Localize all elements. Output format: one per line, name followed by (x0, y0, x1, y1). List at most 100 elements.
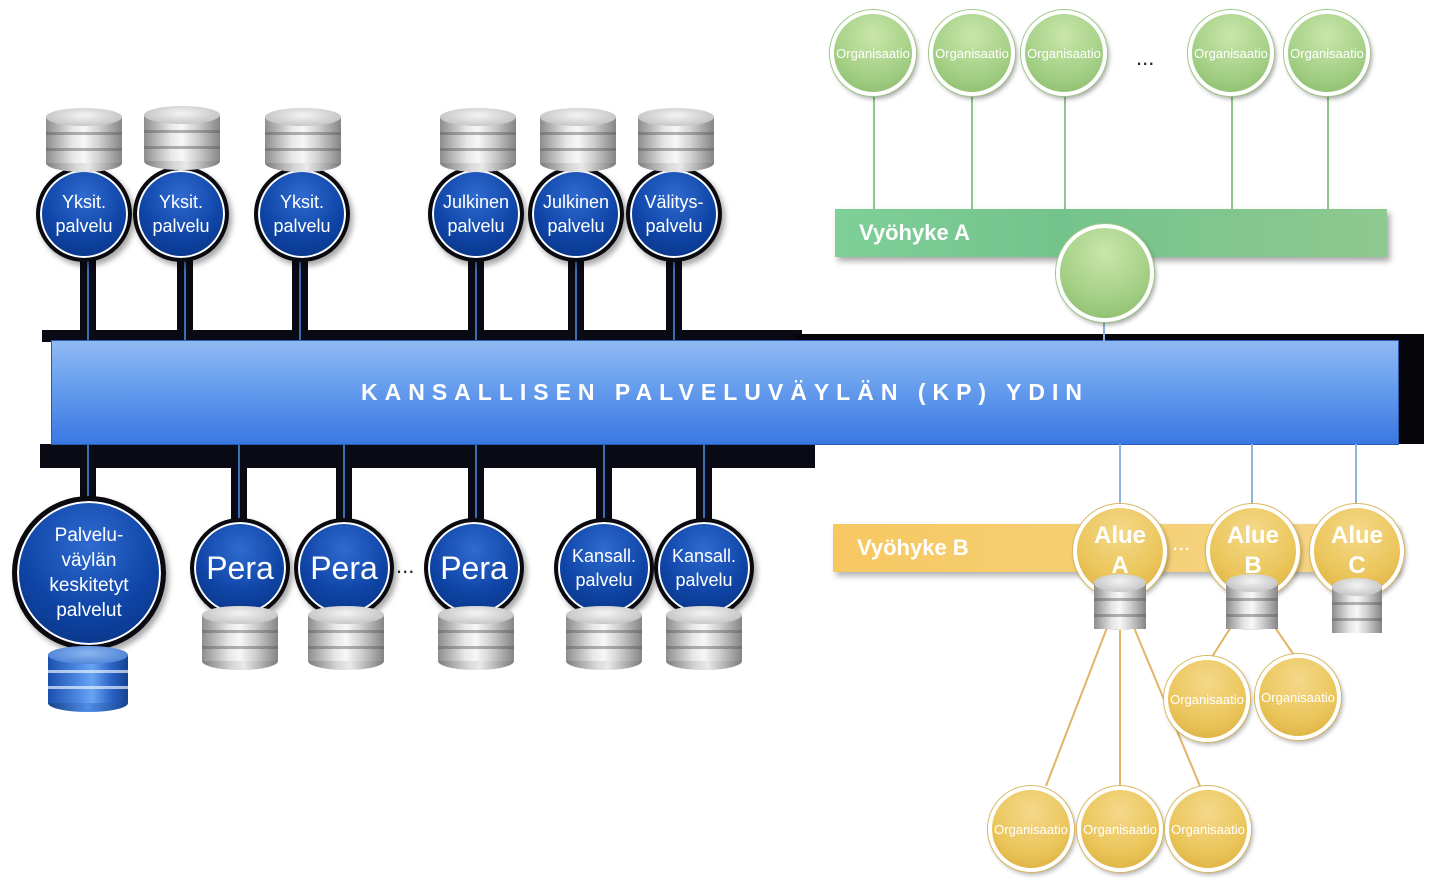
database-icon (46, 108, 122, 172)
organisation-label: Organisaatio (836, 45, 910, 61)
service-node-line1: Välitys- (644, 192, 704, 212)
core-top-ledge (42, 330, 802, 342)
connector-bottom-5-highlight (603, 444, 605, 530)
zone-a-ellipsis: ... (1136, 45, 1155, 70)
connector-top-2-highlight (184, 256, 186, 342)
zone-b-core-link-c (1355, 444, 1357, 514)
service-node-line2: palvelu (547, 216, 605, 236)
zone-a-organisation-3: Organisaatio (1021, 10, 1107, 96)
national-service-node-2: Kansall.palvelu (654, 518, 754, 618)
organisation-label: Organisaatio (1194, 45, 1268, 61)
service-node-line2: palvelu (152, 216, 210, 236)
organisation-label: Organisaatio (1290, 45, 1364, 61)
central-database-icon (48, 646, 128, 712)
zone-b-organisation-b2: Organisaatio (1255, 654, 1341, 740)
core-bar: KANSALLISEN PALVELUVÄYLÄN (KP) YDIN (52, 341, 1398, 444)
database-icon (566, 606, 642, 670)
central-services-line3: keskitetyt (49, 575, 129, 596)
zone-b-organisation-a2: Organisaatio (1077, 786, 1163, 872)
service-node-public-1: Julkinen palvelu (428, 166, 524, 262)
connector-bottom-4-highlight (475, 444, 477, 530)
connector-top-3-highlight (299, 256, 301, 342)
connector-bottom-2-highlight (238, 444, 240, 530)
service-node-line2: palvelu (273, 216, 331, 236)
organisation-label: Organisaatio (1027, 45, 1101, 61)
service-node-line1: Julkinen (542, 192, 610, 212)
zone-b-core-link-b (1251, 444, 1253, 514)
service-node-private-3: Yksit. palvelu (254, 166, 350, 262)
service-node-line2: palvelu (447, 216, 505, 236)
service-node-line2: palvelu (645, 216, 703, 236)
pera-ellipsis: ... (396, 553, 415, 578)
service-node-private-2: Yksit. palvelu (133, 166, 229, 262)
organisation-label: Organisaatio (1083, 821, 1157, 837)
database-icon (666, 606, 742, 670)
organisation-label: Organisaatio (1171, 821, 1245, 837)
service-node-line1: Yksit. (158, 192, 203, 212)
service-node-line2: palvelu (675, 570, 733, 590)
region-line2: B (1244, 552, 1262, 579)
pera-label: Pera (440, 550, 508, 586)
zone-a-organisation-5: Organisaatio (1284, 10, 1370, 96)
service-node-public-2: Julkinen palvelu (528, 166, 624, 262)
connector-top-6-highlight (673, 256, 675, 342)
service-node-private-1: Yksit. palvelu (36, 166, 132, 262)
service-node-broker: Välitys-palvelu (626, 166, 722, 262)
service-node-line1: Kansall. (571, 546, 637, 566)
connector-bottom-6-highlight (703, 444, 705, 530)
pera-node-3: Pera (424, 518, 524, 618)
core-label: KANSALLISEN PALVELUVÄYLÄN (KP) YDIN (360, 379, 1090, 405)
national-service-node-1: Kansall. palvelu (554, 518, 654, 618)
database-icon (440, 108, 516, 172)
zone-a-label: Vyöhyke A (859, 220, 970, 245)
central-services-node: Palvelu- väylän keskitetyt palvelut (12, 496, 166, 650)
zone-b-label: Vyöhyke B (857, 535, 969, 560)
central-services-line4: palvelut (56, 600, 122, 621)
pera-label: Pera (310, 550, 378, 586)
service-node-line1: Yksit. (61, 192, 106, 212)
organisation-label: Organisaatio (1170, 691, 1244, 707)
zone-b-organisation-a1: Organisaatio (988, 786, 1074, 872)
database-icon (202, 606, 278, 670)
pera-node-2: Pera (294, 518, 394, 618)
database-icon (438, 606, 514, 670)
zone-a-link-5 (1327, 96, 1329, 210)
region-line1: Alue (1093, 522, 1146, 549)
zone-a-link-1 (873, 96, 875, 210)
database-icon (308, 606, 384, 670)
service-node-line2: palvelu (575, 570, 633, 590)
region-line2: A (1111, 552, 1129, 579)
zone-a-link-2 (971, 96, 973, 210)
central-services-line2: väylän (61, 550, 117, 571)
database-icon (1226, 574, 1278, 630)
pera-label: Pera (206, 550, 274, 586)
zone-b-organisation-b1: Organisaatio (1164, 656, 1250, 742)
zone-a-core-link (1103, 316, 1105, 344)
database-icon (638, 108, 714, 172)
connector-top-5-highlight (575, 256, 577, 342)
service-node-line1: Julkinen (442, 192, 510, 212)
region-line2: C (1348, 552, 1366, 579)
zone-a-gateway-node (1056, 224, 1154, 322)
database-icon (1094, 574, 1146, 630)
service-node-line1: Yksit. (279, 192, 324, 212)
database-icon (144, 106, 220, 170)
database-icon (540, 108, 616, 172)
zone-b-organisation-a3: Organisaatio (1165, 786, 1251, 872)
pera-node-1: Pera (190, 518, 290, 618)
connector-top-4-highlight (475, 256, 477, 342)
organisation-label: Organisaatio (935, 45, 1009, 61)
region-line1: Alue (1226, 522, 1279, 549)
organisation-label: Organisaatio (1261, 689, 1335, 705)
database-icon (1332, 578, 1382, 633)
core-bottom-ledge (40, 444, 815, 468)
service-node-line2: palvelu (55, 216, 113, 236)
zone-b-core-link-a (1119, 444, 1121, 514)
zone-a-organisation-4: Organisaatio (1188, 10, 1274, 96)
database-icon (265, 108, 341, 172)
organisation-label: Organisaatio (994, 821, 1068, 837)
zone-a-link-3 (1064, 96, 1066, 210)
connector-bottom-3-highlight (343, 444, 345, 530)
